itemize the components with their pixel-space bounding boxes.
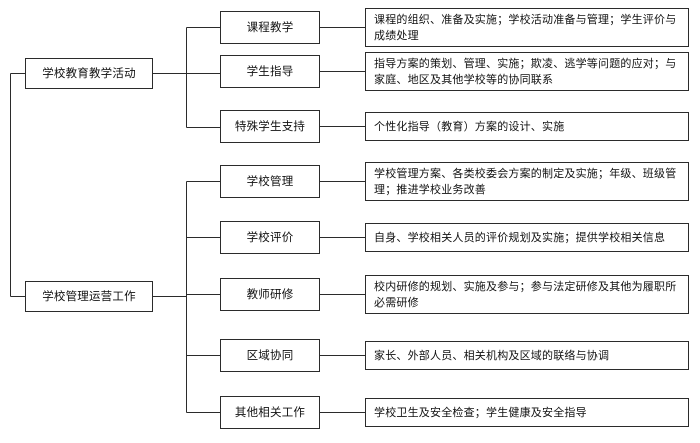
node-regional-collaboration[interactable]: 区域协同	[220, 339, 320, 372]
node-label: 学生指导	[246, 64, 294, 79]
node-label: 学校教育教学活动	[42, 66, 136, 81]
node-school-management-operations[interactable]: 学校管理运营工作	[25, 281, 153, 312]
node-label: 特殊学生支持	[234, 119, 306, 134]
detail-text: 校内研修的规划、实施及参与；参与法定研修及其他为履职所必需研修	[374, 279, 677, 309]
node-label: 其他相关工作	[234, 405, 306, 420]
detail-regional-collaboration: 家长、外部人员、相关机构及区域的联络与协调	[365, 341, 689, 370]
node-label: 区域协同	[246, 348, 294, 363]
detail-text: 学校管理方案、各类校委会方案的制定及实施；年级、班级管理；推进学校业务改善	[374, 166, 677, 196]
node-school-management[interactable]: 学校管理	[220, 165, 320, 198]
node-student-guidance[interactable]: 学生指导	[220, 55, 320, 88]
detail-text: 个性化指导（教育）方案的设计、实施	[374, 119, 565, 133]
detail-school-evaluation: 自身、学校相关人员的评价规划及实施；提供学校相关信息	[365, 223, 689, 252]
node-teacher-training[interactable]: 教师研修	[220, 278, 320, 311]
root-spine	[10, 73, 25, 297]
node-special-student-support[interactable]: 特殊学生支持	[220, 110, 320, 143]
detail-teacher-training: 校内研修的规划、实施及参与；参与法定研修及其他为履职所必需研修	[365, 275, 689, 314]
detail-curriculum-teaching: 课程的组织、准备及实施；学校活动准备与管理；学生评价与成绩处理	[365, 8, 689, 47]
detail-other-related-work: 学校卫生及安全检查；学生健康及安全指导	[365, 398, 689, 427]
detail-text: 家长、外部人员、相关机构及区域的联络与协调	[374, 348, 610, 362]
node-other-related-work[interactable]: 其他相关工作	[220, 396, 320, 429]
detail-school-management: 学校管理方案、各类校委会方案的制定及实施；年级、班级管理；推进学校业务改善	[365, 162, 689, 201]
node-school-evaluation[interactable]: 学校评价	[220, 221, 320, 254]
node-school-education-activities[interactable]: 学校教育教学活动	[25, 58, 153, 89]
detail-text: 指导方案的策划、管理、实施；欺凌、逃学等问题的应对；与家庭、地区及其他学校等的协…	[374, 56, 677, 86]
node-label: 学校管理	[246, 174, 294, 189]
detail-special-student-support: 个性化指导（教育）方案的设计、实施	[365, 112, 689, 141]
detail-student-guidance: 指导方案的策划、管理、实施；欺凌、逃学等问题的应对；与家庭、地区及其他学校等的协…	[365, 52, 689, 91]
node-label: 学校管理运营工作	[42, 289, 136, 304]
node-curriculum-teaching[interactable]: 课程教学	[220, 11, 320, 44]
detail-text: 课程的组织、准备及实施；学校活动准备与管理；学生评价与成绩处理	[374, 12, 677, 42]
management-connector	[153, 181, 220, 413]
node-label: 教师研修	[246, 287, 294, 302]
detail-text: 学校卫生及安全检查；学生健康及安全指导	[374, 405, 587, 419]
node-label: 学校评价	[246, 230, 294, 245]
detail-text: 自身、学校相关人员的评价规划及实施；提供学校相关信息	[374, 230, 666, 244]
node-label: 课程教学	[246, 20, 294, 35]
education-connector	[153, 27, 220, 128]
